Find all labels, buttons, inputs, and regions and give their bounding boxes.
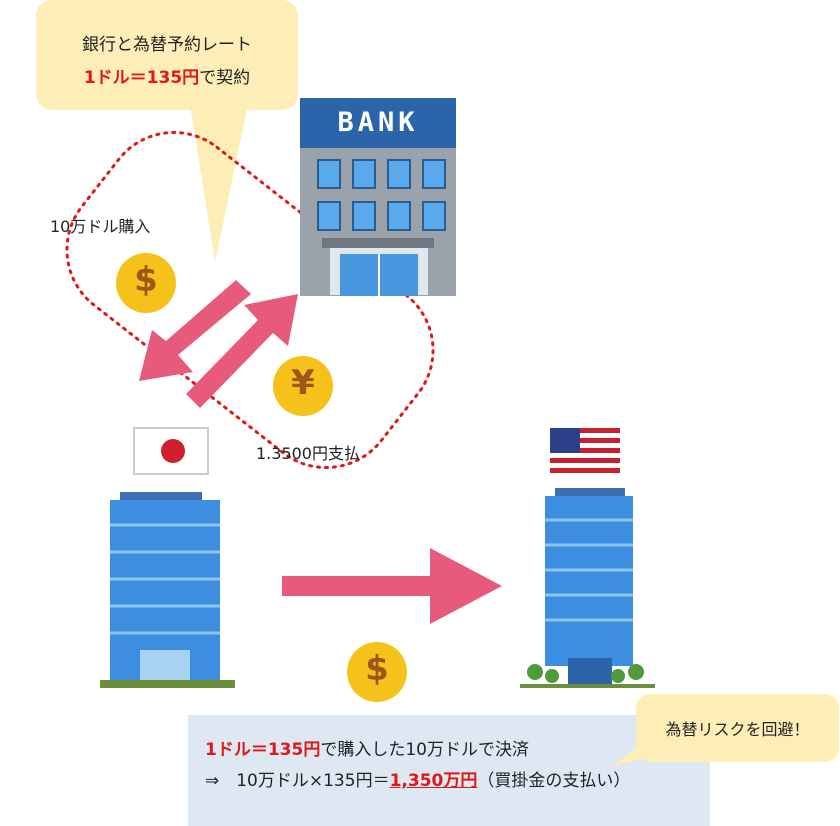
rate-rest: で契約 xyxy=(199,68,251,88)
risk-avoid-text: 為替リスクを回避！ xyxy=(665,720,810,739)
settlement-line1: 1ドル＝135円で購入した10万ドルで決済 xyxy=(205,735,529,760)
settlement-line2: ⇒ 10万ドル×135円＝1,350万円（買掛金の支払い） xyxy=(205,766,630,791)
arrow-icon xyxy=(139,280,502,624)
settlement-amount: 1,350万円 xyxy=(389,771,478,791)
pay-label: 1.3500円支払 xyxy=(256,444,360,463)
bank-sign: BANK xyxy=(337,107,419,138)
dollar-coin-icon xyxy=(116,253,176,313)
yen-symbol: ¥ xyxy=(291,363,315,403)
buy-label: 10万ドル購入 xyxy=(50,217,151,236)
office-building-icon xyxy=(100,492,235,688)
bank-building-icon xyxy=(300,98,456,296)
speech-bubble-tail xyxy=(190,105,248,262)
yen-coin-icon xyxy=(273,356,333,416)
settlement-rate: 1ドル＝135円 xyxy=(205,740,321,760)
dollar-coin-icon xyxy=(347,642,407,702)
dollar-symbol: $ xyxy=(134,260,158,300)
us-flag-icon xyxy=(550,428,620,474)
bubble-line1: 銀行と為替予約レート xyxy=(82,35,252,55)
settlement-text: で購入した10万ドルで決済 xyxy=(320,740,529,760)
settlement-info-box xyxy=(188,715,710,826)
japan-flag-icon xyxy=(133,427,209,475)
settlement-suffix: （買掛金の支払い） xyxy=(477,771,631,791)
bubble-line2: 1ドル＝135円で契約 xyxy=(36,63,298,88)
settlement-calc: ⇒ 10万ドル×135円＝ xyxy=(205,771,390,791)
rate-highlight: 1ドル＝135円 xyxy=(83,68,200,88)
dollar-symbol: $ xyxy=(365,649,389,689)
contract-speech-bubble xyxy=(36,0,298,110)
office-building-icon xyxy=(520,488,655,688)
